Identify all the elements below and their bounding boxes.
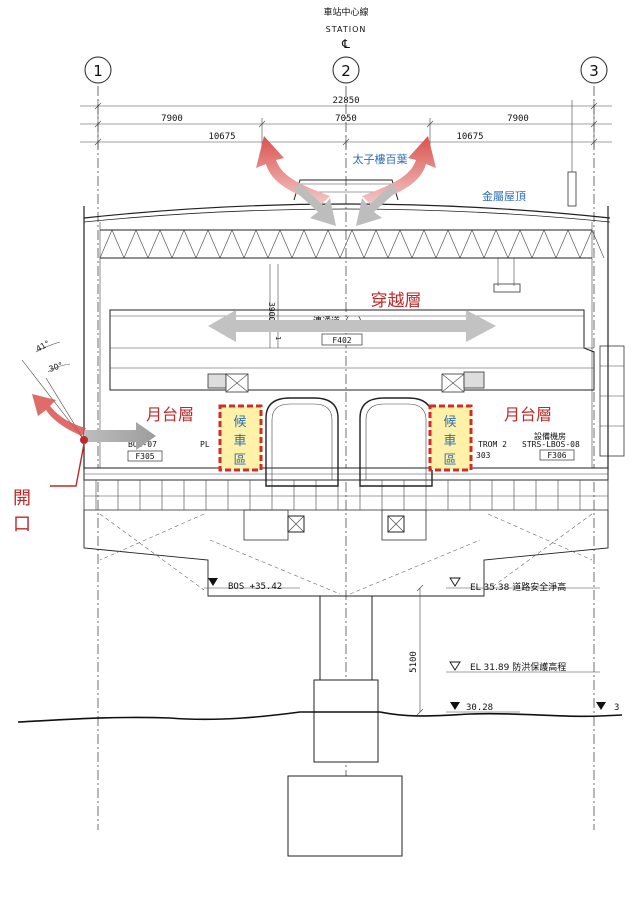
- dim-right-half: 10675: [456, 132, 483, 142]
- elevation-ground: 30.28: [466, 703, 493, 713]
- dim-small: 1: [274, 336, 282, 340]
- train-left: [265, 397, 339, 487]
- opening-label-line2: 口: [13, 514, 31, 535]
- platform-slab-ribs: [95, 480, 581, 510]
- red-vent-arrow-right: [362, 136, 436, 204]
- monitor-roof-label: 太子樓百葉: [353, 152, 408, 166]
- centerline-symbol: ℄: [341, 37, 350, 51]
- station-label: STATION: [326, 25, 367, 34]
- red-vent-arrow-left: [256, 136, 330, 204]
- grid-bubble-2: 2: [332, 56, 360, 84]
- elevation-road-clearance: EL 35.38 道路安全淨高: [470, 581, 566, 593]
- waiting-area-left: 候 車 區: [218, 404, 263, 472]
- hanging-equipment: [493, 258, 521, 293]
- room-303-label: 303: [476, 451, 491, 460]
- opening-gray-arrow: [84, 422, 156, 450]
- svg-text:3: 3: [589, 62, 599, 80]
- svg-text:區: 區: [233, 453, 246, 468]
- metal-roof-label: 金屬屋頂: [482, 189, 526, 203]
- dim-mid-bay: 7050: [335, 114, 357, 124]
- gray-vent-arrow-right: [356, 184, 398, 226]
- platform-slab: [83, 467, 609, 511]
- crossing-double-arrow: [208, 310, 496, 342]
- room-tag-f402: [321, 333, 363, 346]
- roof-truss-web: [99, 229, 605, 259]
- elevation-ground-right: 3: [614, 703, 619, 713]
- opening-marker: [50, 436, 88, 487]
- station-centerline-label: 車站中心線: [323, 6, 368, 18]
- elevation-bos: BOS +35.42: [228, 582, 282, 592]
- dim-5100: 5100: [409, 651, 419, 673]
- roof-structure: [83, 100, 611, 470]
- svg-text:候: 候: [443, 415, 456, 430]
- dim-left-half: 10675: [208, 132, 235, 142]
- opening-red-arrow: [32, 394, 86, 436]
- dim-overall: 22850: [332, 96, 359, 106]
- opening-label-line1: 開: [13, 488, 31, 509]
- room-tag-f305-text: F305: [135, 452, 154, 461]
- ground-line: [17, 711, 623, 723]
- svg-text:2: 2: [341, 62, 351, 80]
- room-strs-label: STRS-LBOS-08: [522, 440, 580, 449]
- svg-text:車: 車: [233, 434, 246, 449]
- dim-3900: 3900: [267, 302, 276, 321]
- waiting-area-right: 候 車 區: [428, 404, 473, 472]
- room-platform2-label: TROM 2: [478, 440, 507, 449]
- svg-text:1: 1: [93, 62, 103, 80]
- svg-text:候: 候: [233, 415, 246, 430]
- room-tag-f306: [539, 449, 575, 461]
- platform-equipment-right: [441, 371, 485, 393]
- room-equipment-label: 設備機房: [534, 431, 566, 441]
- platform-equipment-left: [207, 373, 249, 393]
- svg-text:區: 區: [443, 453, 456, 468]
- substructure: [83, 509, 609, 857]
- angle-30-label: 30°: [48, 361, 64, 374]
- elevation-flood: EL 31.89 防洪保護高程: [470, 661, 566, 673]
- grid-bubble-1: 1: [84, 56, 112, 84]
- platform-level-left-label: 月台層: [146, 405, 194, 424]
- dimension-lines: [80, 100, 612, 148]
- grid-bubble-3: 3: [580, 56, 608, 84]
- platform-level-right-label: 月台層: [504, 405, 552, 424]
- room-tag-f402-text: F402: [332, 336, 351, 345]
- dim-5100-line: [416, 584, 424, 716]
- room-pl-label: PL: [200, 440, 210, 449]
- room-tag-f305: [127, 450, 163, 462]
- concourse-box: [109, 264, 595, 391]
- crossing-level-label: 穿越層: [371, 291, 422, 311]
- dim-right-bay: 7900: [507, 114, 529, 124]
- svg-text:車: 車: [443, 434, 456, 449]
- dim-left-bay: 7900: [161, 114, 183, 124]
- room-tag-f306-text: F306: [547, 451, 566, 460]
- adjacent-building: [599, 345, 625, 457]
- elevation-markers: [204, 577, 606, 713]
- angle-41-label: 41°: [35, 339, 52, 354]
- gray-vent-arrow-left: [294, 184, 336, 226]
